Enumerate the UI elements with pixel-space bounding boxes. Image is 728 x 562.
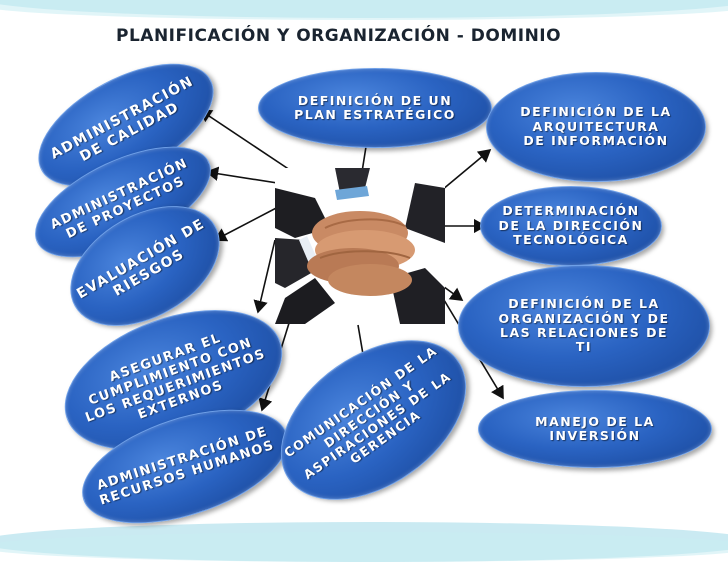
node-direccion-tecnologica: Determinación de la dirección tecnológic…: [480, 186, 662, 266]
node-arquitectura: Definición de la arquitectura de informa…: [486, 72, 706, 182]
arrow-to-evaluacion-riesgos: [213, 204, 283, 242]
node-organizacion-relaciones: Definición de la organización y de las r…: [458, 265, 710, 387]
node-direccion-tecnologica-label: Determinación de la dirección tecnológic…: [498, 203, 644, 248]
arrow-to-asegurar-cumplimiento: [253, 239, 276, 314]
node-inversion-label: Manejo de la inversión: [535, 413, 655, 443]
node-organizacion-relaciones-label: Definición de la organización y de las r…: [498, 296, 670, 355]
node-plan-estrategico-label: Definición de un plan estratégico: [294, 92, 456, 122]
node-plan-estrategico: Definición de un plan estratégico: [258, 68, 492, 148]
arrow-to-arquitectura: [441, 148, 492, 191]
node-inversion: Manejo de la inversión: [478, 390, 712, 468]
node-arquitectura-label: Definición de la arquitectura de informa…: [520, 104, 672, 149]
arrow-to-admin-calidad: [198, 109, 291, 171]
hands-together-image: [275, 168, 445, 324]
hands-illustration: [275, 168, 445, 324]
page-title: Planificación y organización - Dominio: [116, 26, 562, 46]
background-stripe-top-2: [0, 0, 728, 20]
